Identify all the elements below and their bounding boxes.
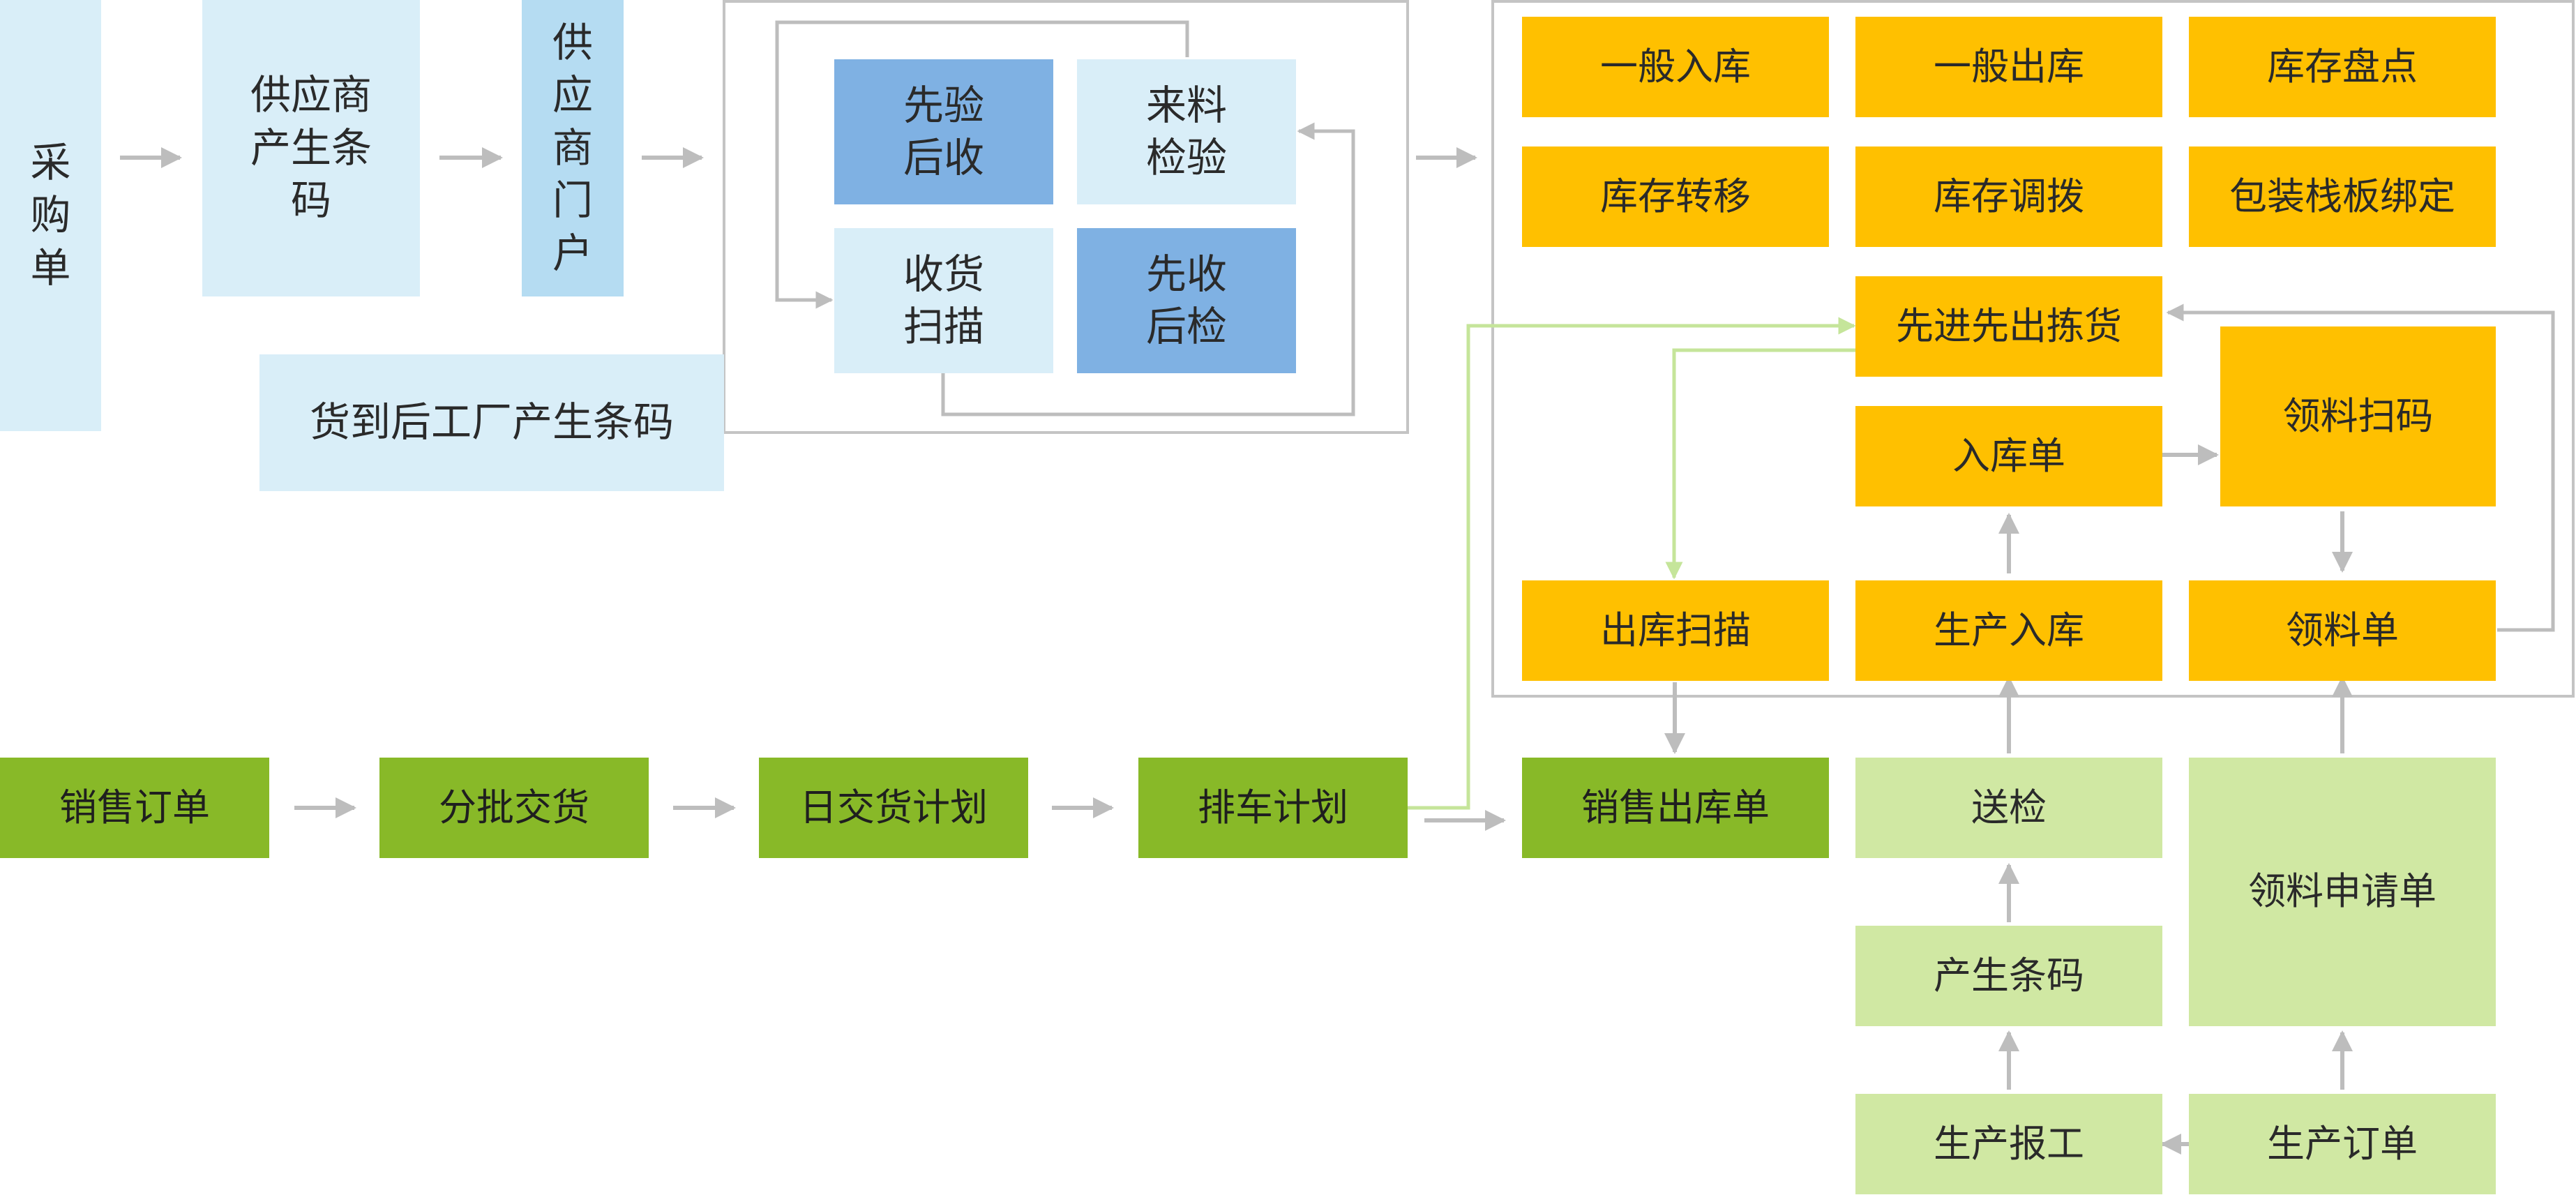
batch-delivery-box: 分批交货 <box>379 758 649 858</box>
purchase-order-label: 采购单 <box>30 138 71 292</box>
incoming-inspection-box: 来料检验 <box>1077 59 1296 204</box>
send-inspection-box: 送检 <box>1855 758 2162 858</box>
stock-transfer-label: 库存转移 <box>1600 174 1751 218</box>
receiving-scan-label: 收货扫描 <box>903 250 984 350</box>
supplier-portal-label: 供应商门户 <box>552 19 593 277</box>
supplier-barcode-label: 供应商产生条码 <box>250 71 372 225</box>
sales-outbound-order-label: 销售出库单 <box>1581 785 1770 829</box>
batch-delivery-label: 分批交货 <box>439 785 589 829</box>
send-inspection-label: 送检 <box>1971 785 2047 829</box>
flow-picking-to-outscan <box>1665 348 1855 580</box>
production-inbound-box: 生产入库 <box>1855 580 2162 681</box>
loop-inspection-to-scan <box>775 20 1189 309</box>
production-report-label: 生产报工 <box>1934 1121 2084 1166</box>
production-order-box: 生产订单 <box>2189 1094 2496 1194</box>
stock-count-box: 库存盘点 <box>2189 17 2496 117</box>
sales-outbound-order-box: 销售出库单 <box>1522 758 1829 858</box>
purchase-order-box: 采购单 <box>0 0 101 431</box>
inbound-order-label: 入库单 <box>1952 433 2065 478</box>
supplier-portal-box: 供应商门户 <box>522 0 624 296</box>
inspect-then-receive-box: 先验后收 <box>834 59 1053 204</box>
inbound-order-box: 入库单 <box>1855 406 2162 506</box>
factory-barcode-box: 货到后工厂产生条码 <box>259 354 724 491</box>
supplier-barcode-box: 供应商产生条码 <box>202 0 420 296</box>
general-inbound-box: 一般入库 <box>1522 17 1829 117</box>
loop-scan-to-inspection <box>941 122 1355 416</box>
pallet-binding-label: 包装栈板绑定 <box>2229 174 2455 218</box>
daily-delivery-plan-label: 日交货计划 <box>799 785 988 829</box>
general-outbound-label: 一般出库 <box>1934 44 2084 89</box>
production-order-label: 生产订单 <box>2267 1121 2418 1166</box>
pallet-binding-box: 包装栈板绑定 <box>2189 146 2496 247</box>
outbound-scan-label: 出库扫描 <box>1600 608 1751 652</box>
flow-vehicle-to-picking <box>1408 317 1856 810</box>
stock-allocation-label: 库存调拨 <box>1934 174 2084 218</box>
material-request-box: 领料申请单 <box>2189 758 2496 1026</box>
arrow-requisition-to-picking <box>2166 303 2555 632</box>
incoming-inspection-label: 来料检验 <box>1145 81 1227 181</box>
general-inbound-label: 一般入库 <box>1600 44 1751 89</box>
material-requisition-label: 领料单 <box>2286 608 2399 652</box>
warehouse-frame <box>1491 0 2575 698</box>
daily-delivery-plan-box: 日交货计划 <box>759 758 1028 858</box>
vehicle-schedule-label: 排车计划 <box>1198 785 1348 829</box>
vehicle-schedule-box: 排车计划 <box>1138 758 1408 858</box>
generate-barcode-box: 产生条码 <box>1855 926 2162 1026</box>
generate-barcode-label: 产生条码 <box>1934 953 2084 998</box>
receiving-frame <box>723 0 1409 434</box>
receiving-scan-box: 收货扫描 <box>834 228 1053 373</box>
outbound-scan-box: 出库扫描 <box>1522 580 1829 681</box>
material-scan-box: 领料扫码 <box>2220 326 2496 506</box>
receive-then-inspect-box: 先收后检 <box>1077 228 1296 373</box>
material-request-label: 领料申请单 <box>2248 869 2436 914</box>
sales-order-label: 销售订单 <box>59 785 210 829</box>
fifo-picking-box: 先进先出拣货 <box>1855 276 2162 377</box>
sales-order-box: 销售订单 <box>0 758 269 858</box>
receive-then-inspect-label: 先收后检 <box>1145 250 1227 350</box>
stock-transfer-box: 库存转移 <box>1522 146 1829 247</box>
production-report-box: 生产报工 <box>1855 1094 2162 1194</box>
fifo-picking-label: 先进先出拣货 <box>1896 303 2122 348</box>
inspect-then-receive-label: 先验后收 <box>903 81 984 181</box>
material-requisition-box: 领料单 <box>2189 580 2496 681</box>
production-inbound-label: 生产入库 <box>1934 608 2084 652</box>
general-outbound-box: 一般出库 <box>1855 17 2162 117</box>
factory-barcode-label: 货到后工厂产生条码 <box>309 398 674 446</box>
material-scan-label: 领料扫码 <box>2282 393 2434 438</box>
stock-allocation-box: 库存调拨 <box>1855 146 2162 247</box>
stock-count-label: 库存盘点 <box>2267 44 2418 89</box>
